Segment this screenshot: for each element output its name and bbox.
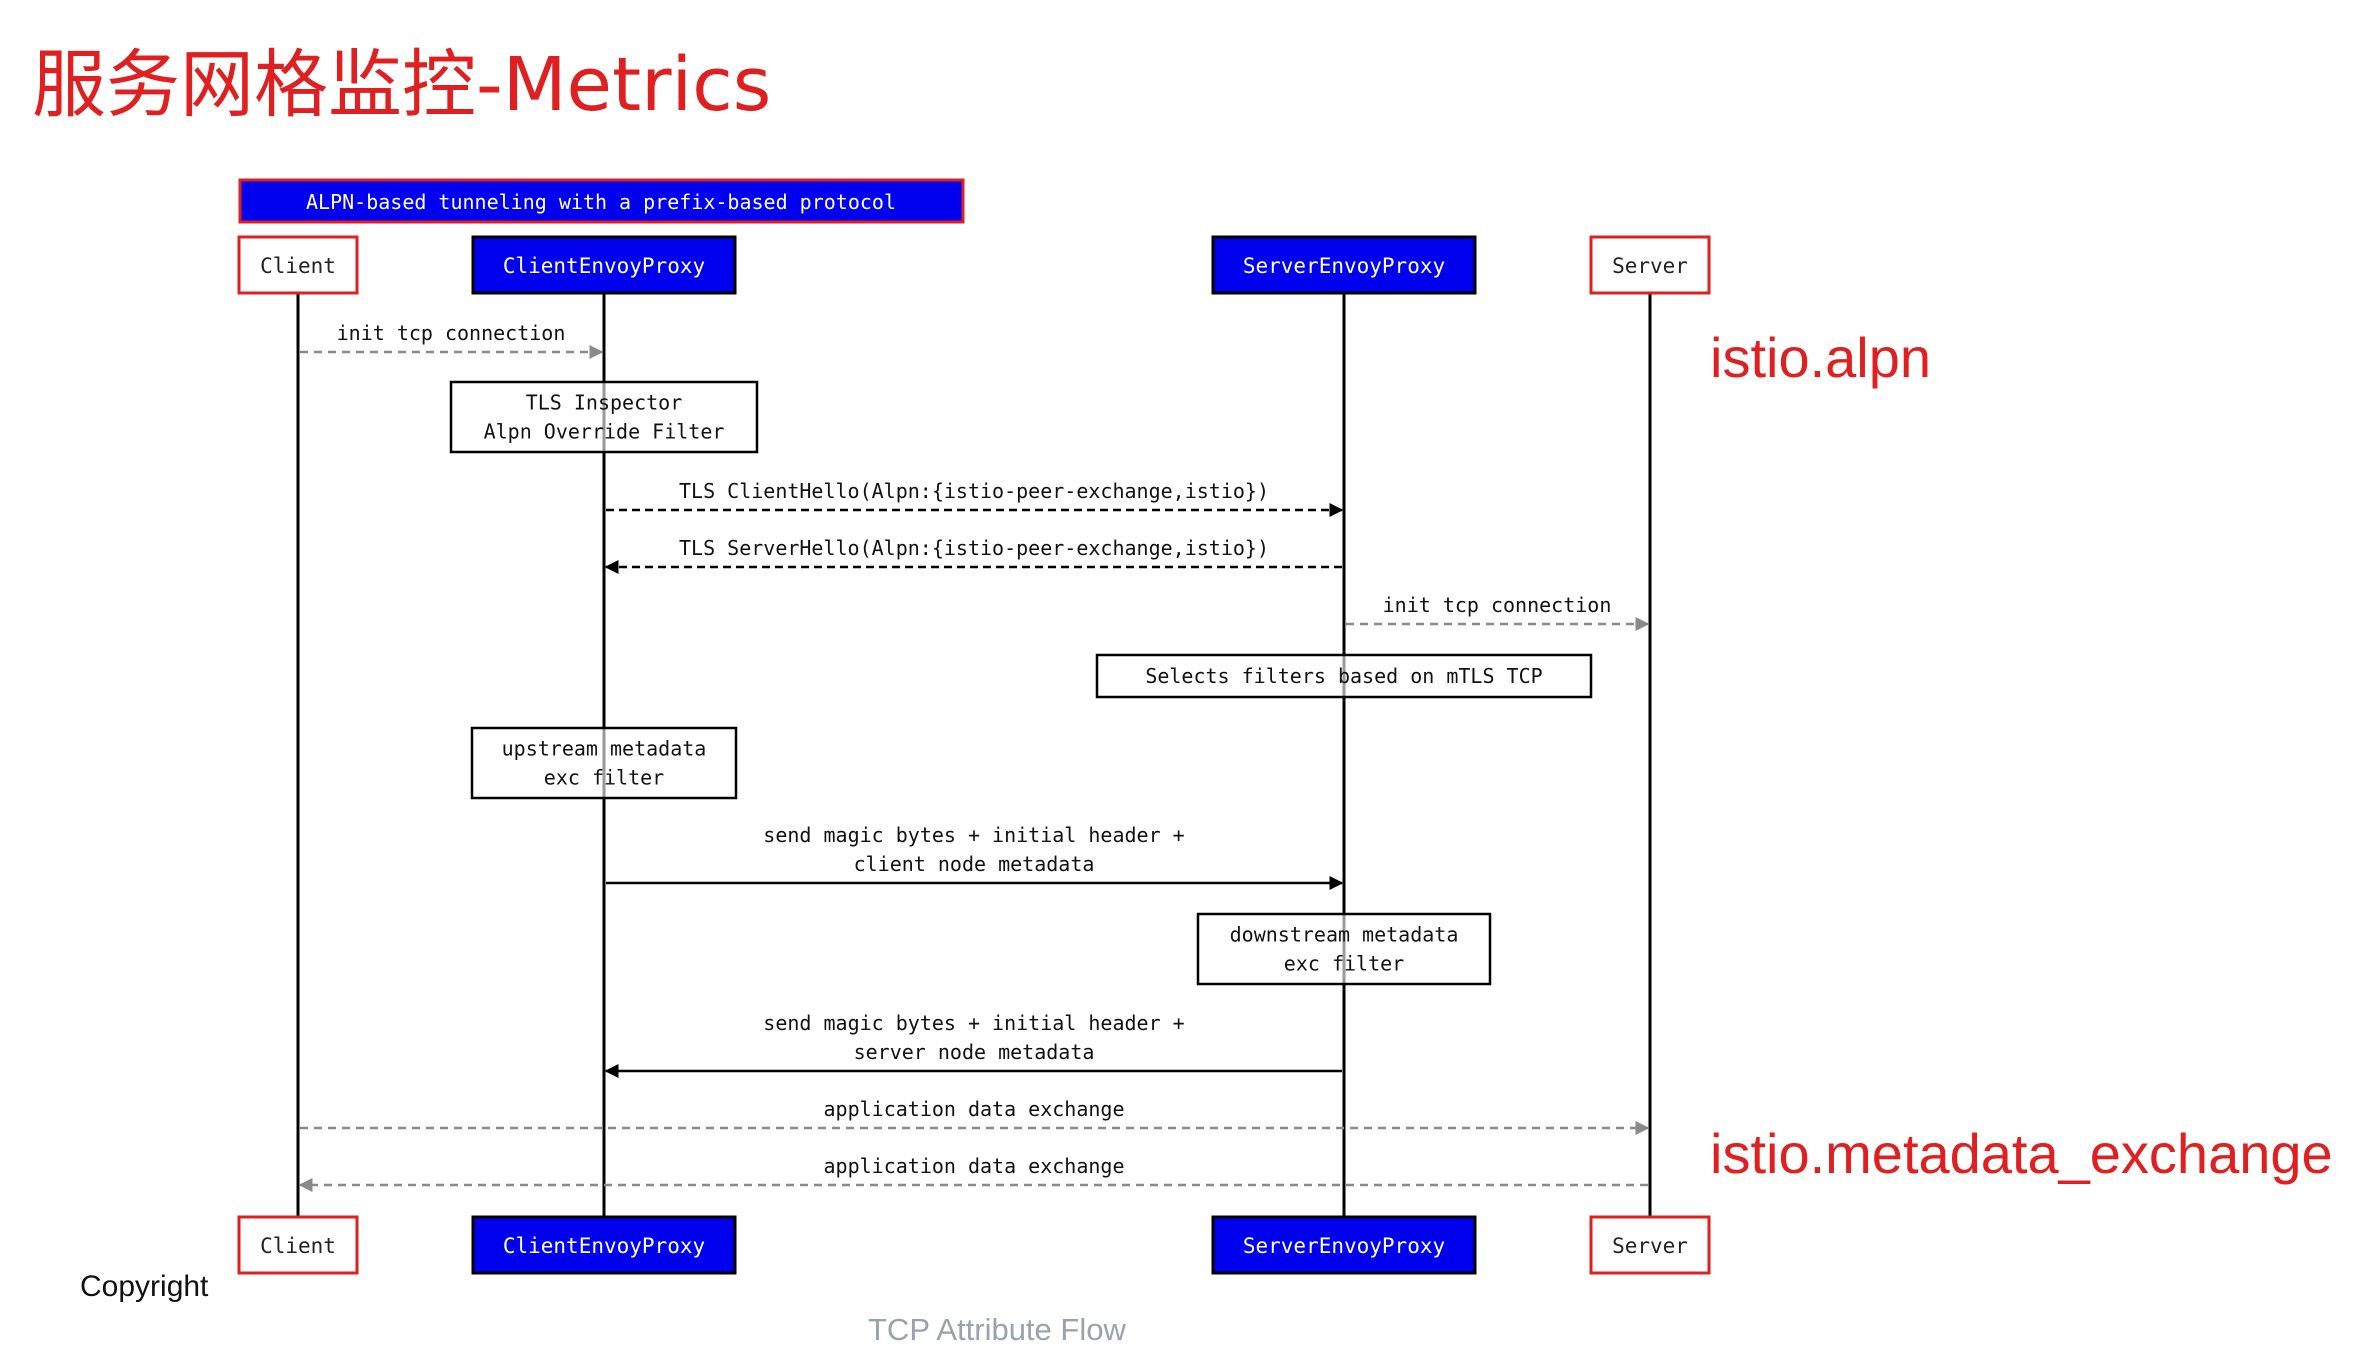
participant-box (237, 1215, 359, 1275)
note-text: Selects filters based on mTLS TCP (1145, 664, 1542, 688)
participant-box (237, 235, 359, 295)
participant-label: ClientEnvoyProxy (503, 254, 705, 278)
message-label: send magic bytes + initial header + (763, 1011, 1184, 1035)
note-box (449, 380, 759, 454)
participant-client-top: Client (237, 235, 359, 295)
figure-caption: TCP Attribute Flow (868, 1312, 1126, 1347)
participant-box (471, 235, 737, 295)
note-text: upstream metadata (502, 737, 707, 761)
participant-server-bottom: Server (1589, 1215, 1711, 1275)
note-box (1196, 912, 1492, 986)
participant-label: ServerEnvoyProxy (1243, 254, 1445, 278)
note-2: Selects filters based on mTLS TCP (1095, 653, 1593, 699)
message-label: init tcp connection (337, 321, 566, 345)
message-label: TLS ServerHello(Alpn:{istio-peer-exchang… (679, 536, 1269, 560)
message-3: TLS ServerHello(Alpn:{istio-peer-exchang… (604, 536, 1342, 574)
participant-box (1589, 1215, 1711, 1275)
participant-label: ClientEnvoyProxy (503, 1234, 705, 1258)
message-4: init tcp connection (1346, 593, 1650, 631)
message-label: application data exchange (823, 1097, 1124, 1121)
message-label: TLS ClientHello(Alpn:{istio-peer-exchang… (679, 479, 1269, 503)
participant-client-bottom: Client (237, 1215, 359, 1275)
message-2: TLS ClientHello(Alpn:{istio-peer-exchang… (606, 479, 1344, 517)
message-7: application data exchange (300, 1097, 1650, 1135)
participant-serverenvoyproxy-bottom: ServerEnvoyProxy (1211, 1215, 1477, 1275)
message-label: send magic bytes + initial header + (763, 823, 1184, 847)
message-label: application data exchange (823, 1154, 1124, 1178)
note-box (470, 726, 738, 800)
message-1: init tcp connection (300, 321, 604, 359)
note-text: downstream metadata (1230, 923, 1459, 947)
note-text: Alpn Override Filter (484, 420, 725, 444)
note-text: TLS Inspector (526, 391, 683, 415)
participant-serverenvoyproxy-top: ServerEnvoyProxy (1211, 235, 1477, 295)
message-5: send magic bytes + initial header + clien… (606, 823, 1344, 890)
message-label: init tcp connection (1383, 593, 1612, 617)
participant-label: Server (1612, 1234, 1688, 1258)
participant-box (1211, 235, 1477, 295)
participant-box (1589, 235, 1711, 295)
participant-clientenvoyproxy-bottom: ClientEnvoyProxy (471, 1215, 737, 1275)
participant-clientenvoyproxy-top: ClientEnvoyProxy (471, 235, 737, 295)
side-label-istio-metadata-exchange: istio.metadata_exchange (1710, 1122, 2333, 1185)
message-6: send magic bytes + initial header + serve… (604, 1011, 1342, 1078)
diagram-banner: ALPN-based tunneling with a prefix-based… (238, 178, 965, 224)
participant-box (471, 1215, 737, 1275)
note-4: downstream metadata exc filter (1196, 912, 1492, 986)
participant-server-top: Server (1589, 235, 1711, 295)
note-box (1095, 653, 1593, 699)
note-3: upstream metadata exc filter (470, 726, 738, 800)
participant-label: Server (1612, 254, 1688, 278)
note-text: exc filter (544, 766, 664, 790)
message-label: server node metadata (854, 1040, 1095, 1064)
copyright-text: Copyright (80, 1270, 209, 1303)
note-text: exc filter (1284, 952, 1404, 976)
participant-label: Client (260, 1234, 336, 1258)
side-label-istio-alpn: istio.alpn (1710, 326, 1932, 389)
diagram-banner-text: ALPN-based tunneling with a prefix-based… (306, 190, 896, 214)
participant-label: Client (260, 254, 336, 278)
participant-label: ServerEnvoyProxy (1243, 1234, 1445, 1258)
message-8: application data exchange (298, 1154, 1648, 1192)
slide-title: 服务网格监控-Metrics (32, 42, 772, 128)
participant-box (1211, 1215, 1477, 1275)
message-label: client node metadata (854, 852, 1095, 876)
